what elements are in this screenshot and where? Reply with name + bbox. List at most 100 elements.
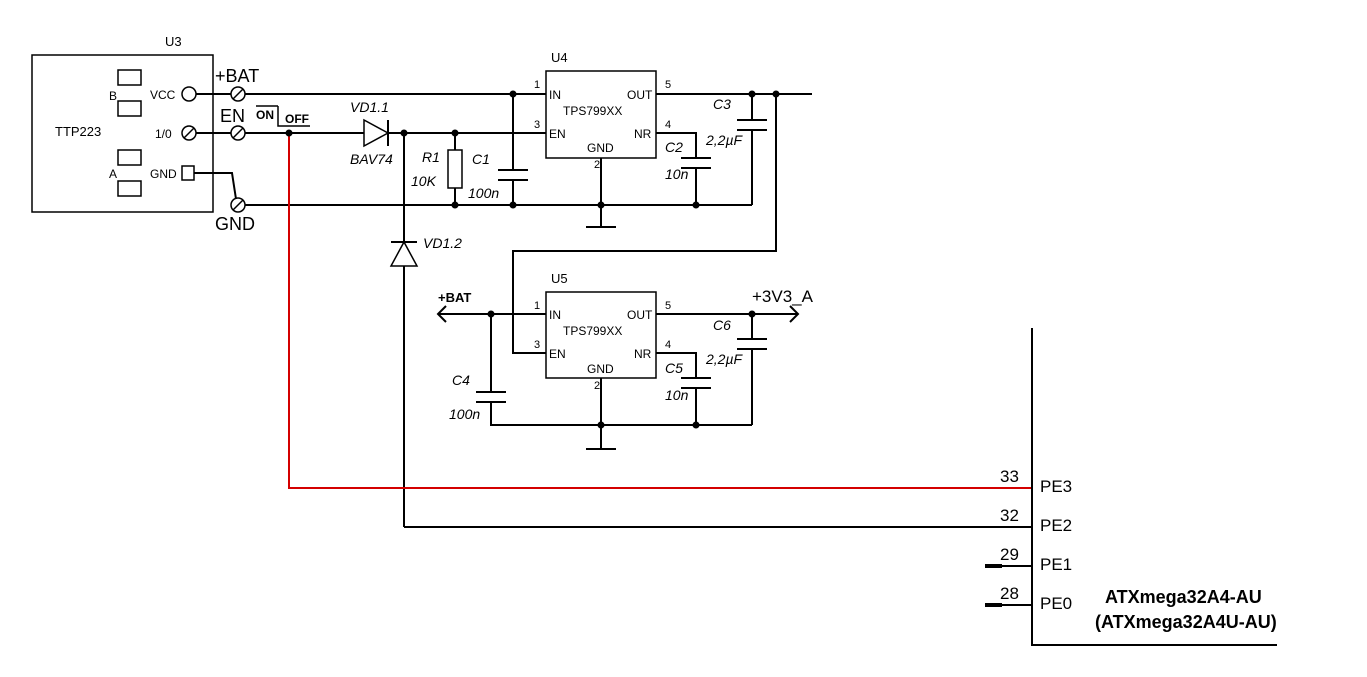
u4-pin-out: OUT — [627, 88, 653, 102]
mcu-pin-number: 29 — [1000, 545, 1019, 564]
wires-u5 — [436, 305, 800, 450]
u5-pin-en: EN — [549, 347, 566, 361]
mcu-pin-name: PE1 — [1040, 555, 1072, 574]
u5-regulator: U5 TPS799XX IN EN OUT NR GND 1 3 5 4 2 — [534, 271, 671, 392]
u4-pin-num-nr: 4 — [665, 119, 671, 131]
u4-ref: U4 — [551, 50, 568, 65]
mcu-body-edge — [1031, 328, 1277, 646]
u3-vcc-pin — [181, 86, 197, 102]
u4-pin-num-out: 5 — [665, 79, 671, 91]
switch-off-label: OFF — [285, 112, 309, 126]
terminal-bat-slash — [232, 88, 244, 100]
c5-ref: C5 — [665, 360, 683, 376]
vd11-anode-triangle — [363, 118, 390, 148]
junction-dot — [748, 90, 756, 98]
c4-capacitor: C4 100n — [449, 372, 506, 422]
junction-dot — [285, 129, 293, 137]
arrow-3v3 — [789, 305, 800, 323]
vd12-ref: VD1.2 — [423, 235, 462, 251]
u3-pad — [117, 100, 142, 117]
mcu-pin-number: 33 — [1000, 467, 1019, 486]
junction-dot — [451, 201, 459, 209]
c4-ref: C4 — [452, 372, 470, 388]
mcu-pin-name: PE0 — [1040, 594, 1072, 613]
u5-pin-num-out: 5 — [665, 300, 671, 312]
vd11-ref: VD1.1 — [350, 99, 389, 115]
vd11-diode: VD1.1 BAV74 — [350, 99, 393, 167]
wire-en-pe3-highlighted — [288, 133, 1032, 489]
c1-capacitor: C1 100n — [468, 151, 528, 201]
wire-u5-en — [512, 94, 777, 354]
junction-dot — [451, 129, 459, 137]
junction-dot — [597, 201, 605, 209]
mcu-part-name-alt: (ATXmega32A4U-AU) — [1095, 612, 1277, 632]
net-label-en: EN — [220, 106, 245, 126]
u3-pin-gnd-label: GND — [150, 167, 177, 181]
u3-pin-vcc-label: VCC — [150, 88, 176, 102]
mcu-part-name: ATXmega32A4-AU — [1105, 587, 1262, 607]
u5-pin-nr: NR — [634, 347, 652, 361]
net-label-gnd: GND — [215, 214, 255, 234]
terminal-gnd-slash — [232, 199, 244, 211]
junction-dot — [509, 201, 517, 209]
u3-name: TTP223 — [55, 124, 101, 139]
junction-dot — [597, 421, 605, 429]
mcu-pin-name: PE3 — [1040, 477, 1072, 496]
c2-ref: C2 — [665, 139, 683, 155]
switch-on-label: ON — [256, 108, 274, 122]
u5-pin-num-in: 1 — [534, 300, 540, 312]
mcu-pin-name: PE2 — [1040, 516, 1072, 535]
mcu-pin-number: 28 — [1000, 584, 1019, 603]
u3-ttp223-module: U3 TTP223 B A VCC 1/0 GND — [31, 34, 214, 213]
wire-u5-nr — [656, 352, 697, 378]
u3-pad-a-label: A — [109, 167, 117, 181]
u4-pin-num-in: 1 — [534, 79, 540, 91]
mcu-atxmega: 33 PE3 32 PE2 29 PE1 28 PE0 ATXmega32A4-… — [985, 328, 1277, 646]
u5-pin-num-en: 3 — [534, 339, 540, 351]
c6-ref: C6 — [713, 317, 731, 333]
switch-off-underline — [277, 106, 310, 127]
u4-part: TPS799XX — [563, 104, 622, 118]
u3-pad-b-label: B — [109, 89, 117, 103]
u3-pad — [117, 149, 142, 166]
u4-pin-nr: NR — [634, 127, 652, 141]
c3-value: 2,2µF — [705, 132, 744, 148]
net-label-3v3: +3V3_A — [752, 287, 814, 306]
u3-ref: U3 — [165, 34, 182, 49]
net-label-bat-u5: +BAT — [438, 290, 471, 305]
u5-pin-in: IN — [549, 308, 561, 322]
c2-value: 10n — [665, 166, 689, 182]
junction-dot — [692, 421, 700, 429]
junction-dot — [748, 310, 756, 318]
c5-value: 10n — [665, 387, 689, 403]
arrow-bat-u5 — [436, 305, 447, 323]
c5-capacitor: C5 10n — [665, 360, 711, 403]
u5-body — [545, 291, 657, 379]
u4-pin-gnd: GND — [587, 141, 614, 155]
u5-pin-num-gnd: 2 — [594, 380, 600, 392]
wire-u4-nr — [656, 132, 697, 158]
u5-ref: U5 — [551, 271, 568, 286]
wires-u4 — [194, 93, 1032, 528]
c1-ref: C1 — [472, 151, 490, 167]
vd12-triangle — [389, 240, 419, 267]
c4-value: 100n — [449, 406, 480, 422]
on-off-switch: ON OFF — [256, 105, 310, 127]
wire-gnd-u3 — [194, 172, 237, 200]
u4-pin-en: EN — [549, 127, 566, 141]
r1-ref: R1 — [422, 149, 440, 165]
junction-dot — [400, 129, 408, 137]
u4-pin-num-gnd: 2 — [594, 159, 600, 171]
c3-capacitor: C3 2,2µF — [705, 96, 767, 148]
u3-pad — [117, 180, 142, 197]
junction-dot — [772, 90, 780, 98]
u3-gnd-pin — [181, 165, 195, 181]
c6-value: 2,2µF — [705, 351, 744, 367]
u4-pin-in: IN — [549, 88, 561, 102]
c6-capacitor: C6 2,2µF — [705, 317, 767, 367]
net-label-bat: +BAT — [215, 66, 259, 86]
u5-pin-gnd: GND — [587, 362, 614, 376]
c3-ref: C3 — [713, 96, 731, 112]
wire-u5-gnd-rail — [490, 402, 752, 426]
